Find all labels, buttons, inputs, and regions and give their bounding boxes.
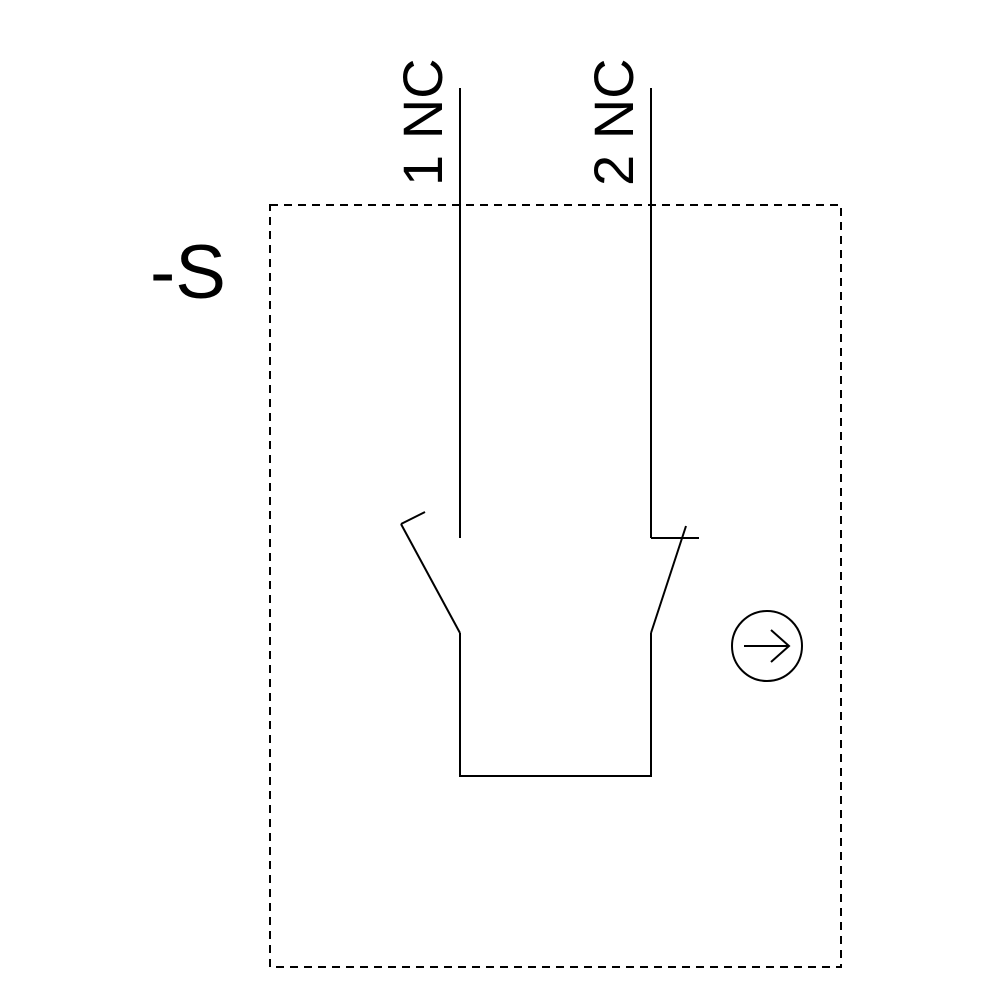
contact-2 — [650, 525, 699, 634]
device-designation: -S — [150, 230, 226, 315]
common-bridge — [459, 633, 652, 777]
contact-1 — [400, 511, 461, 634]
actuator-arrow-head — [770, 629, 791, 663]
contact-1-hook — [400, 511, 426, 525]
contact-2-blade — [650, 525, 687, 634]
terminal-label-1: 1 NC — [391, 58, 454, 186]
contact-1-blade — [400, 523, 461, 634]
actuator-circle — [731, 610, 803, 682]
circle-arrow-right-icon — [731, 610, 803, 682]
terminal-label-2: 2 NC — [582, 58, 645, 186]
device-enclosure — [269, 204, 842, 968]
